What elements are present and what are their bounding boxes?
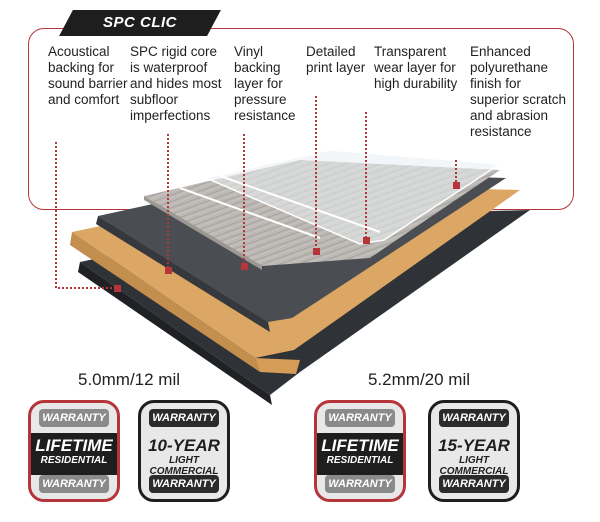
badge-bottom: WARRANTY bbox=[439, 475, 509, 493]
badge-sub: LIGHT bbox=[169, 455, 199, 466]
acoustical-backing-edge bbox=[78, 262, 272, 405]
label-vinyl-backing: Vinyl backing layer for pressure resista… bbox=[234, 44, 296, 123]
badge-main: 15-YEAR bbox=[438, 436, 510, 455]
marker-wear bbox=[363, 237, 370, 244]
wear-layer-highlight bbox=[179, 187, 321, 239]
wear-layer bbox=[203, 149, 503, 245]
marker-finish bbox=[453, 182, 460, 189]
label-acoustical-backing: Acoustical backing for sound barrier and… bbox=[48, 44, 128, 107]
marker-print bbox=[313, 248, 320, 255]
badge-middle: 15-YEAR LIGHT COMMERCIAL bbox=[431, 433, 517, 477]
badge-top: WARRANTY bbox=[325, 409, 395, 427]
print-layer-edge bbox=[144, 196, 262, 270]
thickness-label-2: 5.2mm/20 mil bbox=[368, 370, 471, 389]
marker-vinyl bbox=[241, 263, 248, 270]
warranty-badge-15-year: WARRANTY 15-YEAR LIGHT COMMERCIAL WARRAN… bbox=[428, 400, 520, 502]
marker-acoustical bbox=[114, 285, 121, 292]
badge-sub: RESIDENTIAL bbox=[40, 455, 108, 466]
warranty-badge-lifetime-1: WARRANTY LIFETIME RESIDENTIAL WARRANTY bbox=[28, 400, 120, 502]
badge-sub: RESIDENTIAL bbox=[326, 455, 394, 466]
badge-middle: 10-YEAR LIGHT COMMERCIAL bbox=[141, 433, 227, 477]
badge-bottom: WARRANTY bbox=[325, 475, 395, 493]
finish-highlight bbox=[219, 175, 381, 233]
badge-sub2: COMMERCIAL bbox=[149, 466, 219, 477]
badge-bottom: WARRANTY bbox=[149, 475, 219, 493]
label-polyurethane-finish: Enhanced polyurethane finish for superio… bbox=[470, 44, 567, 139]
badge-bottom: WARRANTY bbox=[39, 475, 109, 493]
badge-top: WARRANTY bbox=[439, 409, 509, 427]
badge-main: LIFETIME bbox=[35, 436, 113, 455]
warranty-badge-10-year: WARRANTY 10-YEAR LIGHT COMMERCIAL WARRAN… bbox=[138, 400, 230, 502]
label-wear-layer: Transparent wear layer for high durabili… bbox=[374, 44, 458, 91]
spc-core-edge bbox=[70, 232, 260, 372]
vinyl-backing-edge bbox=[96, 216, 270, 332]
badge-sub: LIGHT bbox=[459, 455, 489, 466]
product-tag: SPC CLIC bbox=[102, 14, 177, 31]
warranty-badge-lifetime-2: WARRANTY LIFETIME RESIDENTIAL WARRANTY bbox=[314, 400, 406, 502]
badge-middle: LIFETIME RESIDENTIAL bbox=[317, 433, 403, 475]
badge-sub2: COMMERCIAL bbox=[439, 466, 509, 477]
thickness-label-1: 5.0mm/12 mil bbox=[78, 370, 181, 389]
marker-spc-core bbox=[165, 267, 172, 274]
spc-core-tongue bbox=[255, 358, 300, 374]
leader-acoustical bbox=[55, 142, 118, 289]
badge-main: 10-YEAR bbox=[148, 436, 220, 455]
badge-main: LIFETIME bbox=[321, 436, 399, 455]
badge-top: WARRANTY bbox=[149, 409, 219, 427]
badge-middle: LIFETIME RESIDENTIAL bbox=[31, 433, 117, 475]
label-print-layer: Detailed print layer bbox=[306, 44, 366, 75]
label-spc-core: SPC rigid core is waterproof and hides m… bbox=[130, 44, 222, 123]
badge-top: WARRANTY bbox=[39, 409, 109, 427]
